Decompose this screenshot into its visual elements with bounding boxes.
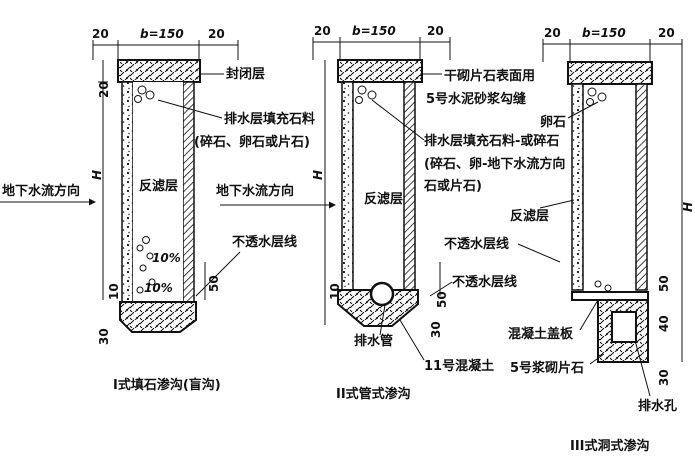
dim-height-h-3: H xyxy=(681,202,695,212)
filter-wall-left xyxy=(121,81,134,303)
label-drain-fill-2-3: 石或片石) xyxy=(423,178,482,194)
dim-bottom-30-2: 30 xyxy=(429,321,443,338)
dim-40-3: 40 xyxy=(657,315,671,332)
dim-side-right-3: 20 xyxy=(658,26,675,40)
dim-b-2: b=150 xyxy=(352,24,396,38)
caption-ditch-1: I式填石渗沟(盲沟) xyxy=(113,377,221,393)
dim-bottom-10-2: 10 xyxy=(328,283,342,300)
drain-pipe xyxy=(369,281,395,307)
label-pebble: 卵石 xyxy=(540,114,566,130)
label-impermeable-line-2: 不透水层线 xyxy=(452,274,517,290)
caption-ditch-3: III式洞式渗沟 xyxy=(570,438,650,454)
label-mortar-stone: 5号浆砌片石 xyxy=(510,360,584,376)
label-drain-fill-2: (碎石、卵石或片石) xyxy=(194,134,310,150)
label-groundwater-dir: 地下水流方向 xyxy=(2,183,80,199)
label-pct-b: 10% xyxy=(144,281,173,295)
filter-wall-right xyxy=(182,81,195,303)
dim-50-2: 50 xyxy=(435,291,449,308)
filter-wall-left-2 xyxy=(341,81,354,293)
label-drain-fill-1: 排水层填充石料 xyxy=(224,111,315,127)
label-filter-layer: 反滤层 xyxy=(139,178,178,194)
filter-wall-right-3 xyxy=(635,83,648,291)
cap-slab-3 xyxy=(567,61,653,85)
label-drain-fill-2-2: (碎石、卵-地下水流方向 xyxy=(424,156,565,172)
label-filter-layer-2: 反滤层 xyxy=(364,191,403,207)
dim-b: b=150 xyxy=(140,27,184,41)
label-surface-2: 5号水泥砂浆勾缝 xyxy=(426,91,526,107)
dim-bottom-30-3: 30 xyxy=(657,369,671,386)
dim-side-right-2: 20 xyxy=(427,24,444,38)
label-impermeable-line-3: 不透水层线 xyxy=(444,236,509,252)
label-filter-layer-3: 反滤层 xyxy=(510,208,549,224)
label-drain-pipe: 排水管 xyxy=(354,333,393,349)
concrete-cover-slab xyxy=(571,291,649,301)
filter-wall-right-2 xyxy=(403,81,416,293)
dim-bottom-10: 10 xyxy=(107,283,121,300)
label-drain-hole: 排水孔 xyxy=(638,398,677,414)
label-concrete-slab: 混凝土盖板 xyxy=(508,326,574,342)
mortar-stone-base xyxy=(597,299,649,363)
dim-height-h-2: H xyxy=(311,170,325,180)
ditch-2-pipe: 20 b=150 20 H 10 50 干砌片石表面用 5号水泥砂浆勾缝 排水层… xyxy=(216,24,565,402)
dim-side-left: 20 xyxy=(92,27,109,41)
dim-50: 50 xyxy=(207,275,221,292)
label-pct-a: 10% xyxy=(152,251,181,265)
label-groundwater-dir-2: 地下水流方向 xyxy=(216,183,294,199)
label-seal-layer: 封闭层 xyxy=(226,66,265,82)
concrete-base-2 xyxy=(337,289,419,327)
ditch-1-blind: 20 b=150 20 20 H 10 30 50 封闭层 排水层填充石料 (碎… xyxy=(0,27,315,393)
seal-cap xyxy=(117,59,201,83)
dim-side-left-3: 20 xyxy=(544,26,561,40)
cap-slab-2 xyxy=(337,59,423,83)
label-concrete: 11号混凝土 xyxy=(424,358,494,374)
label-drain-fill-2-1: 排水层填充石料-或碎石 xyxy=(424,133,559,149)
filter-wall-left-3 xyxy=(571,83,584,291)
caption-ditch-2: II式管式渗沟 xyxy=(336,386,411,402)
base-slab xyxy=(119,301,197,333)
dim-side-right: 20 xyxy=(208,27,225,41)
label-surface-1: 干砌片石表面用 xyxy=(444,68,535,84)
dim-side-left-2: 20 xyxy=(314,24,331,38)
ditch-3-cave: 20 b=150 20 H 50 40 30 卵石 反滤层 不透水层线 混凝土盖… xyxy=(444,26,695,454)
dim-height-h: H xyxy=(90,170,104,180)
dim-bottom-30: 30 xyxy=(97,328,111,345)
label-impermeable-line: 不透水层线 xyxy=(232,234,297,250)
dim-50-3: 50 xyxy=(657,275,671,292)
dim-b-3: b=150 xyxy=(582,26,626,40)
dim-top-20: 20 xyxy=(97,81,111,98)
